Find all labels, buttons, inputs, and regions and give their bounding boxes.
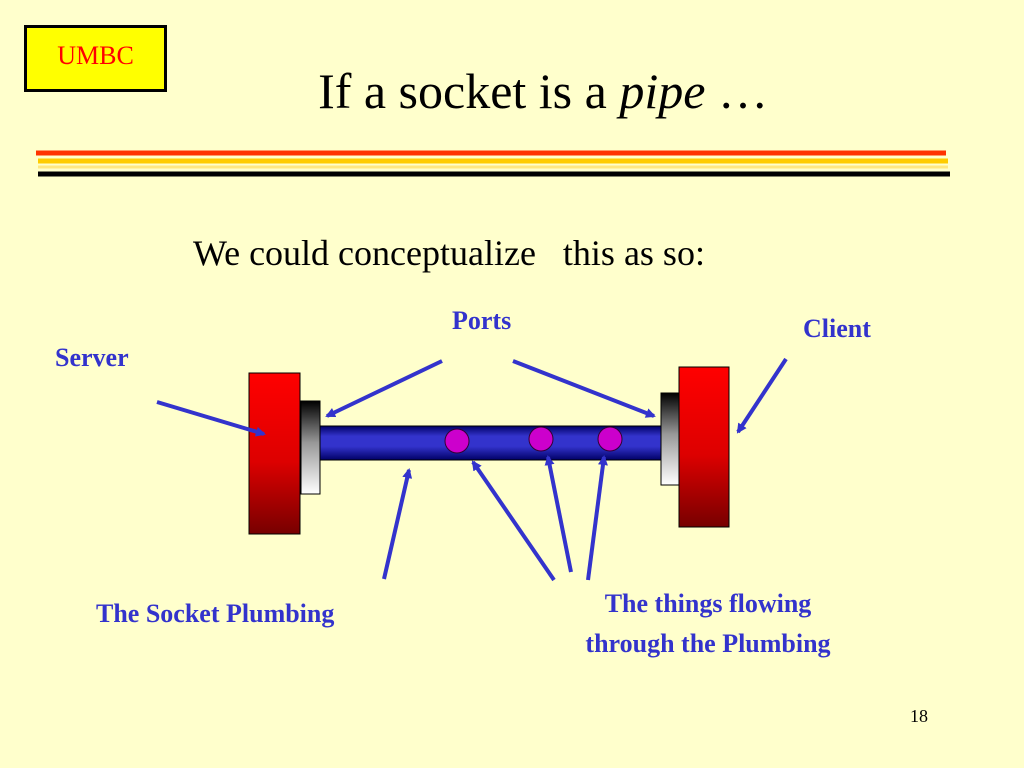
- things-arrow-2: [544, 455, 573, 573]
- client-port: [660, 392, 680, 486]
- flowing-particle: [597, 426, 623, 452]
- umbc-logo: UMBC: [24, 25, 167, 92]
- things-flowing-label: The things flowing through the Plumbing: [585, 589, 831, 658]
- client-block: [678, 366, 730, 528]
- page-number: 18: [910, 706, 928, 726]
- title-emphasis: pipe: [619, 63, 706, 119]
- title-rule: [36, 150, 950, 177]
- server-block: [248, 372, 301, 535]
- flowing-particle: [528, 426, 554, 452]
- server-port: [300, 400, 321, 495]
- plumbing-arrow: [382, 468, 413, 580]
- server-arrow: [156, 400, 266, 437]
- port-arrow-right: [512, 359, 656, 418]
- server-label: Server: [55, 343, 129, 372]
- things-arrow-1: [471, 460, 556, 582]
- client-label: Client: [803, 314, 871, 343]
- title-main: If a socket is a: [318, 63, 620, 119]
- slide-title: If a socket is a pipe …: [0, 62, 1024, 120]
- flowing-particle: [444, 428, 470, 454]
- things-arrow-3: [586, 455, 608, 581]
- title-trail: …: [705, 63, 768, 119]
- client-arrow: [736, 357, 788, 434]
- ports-label: Ports: [452, 306, 512, 335]
- plumbing-label: The Socket Plumbing: [96, 599, 335, 628]
- port-arrow-left: [325, 359, 443, 418]
- slide-subtitle: We could conceptualize this as so:: [193, 233, 705, 273]
